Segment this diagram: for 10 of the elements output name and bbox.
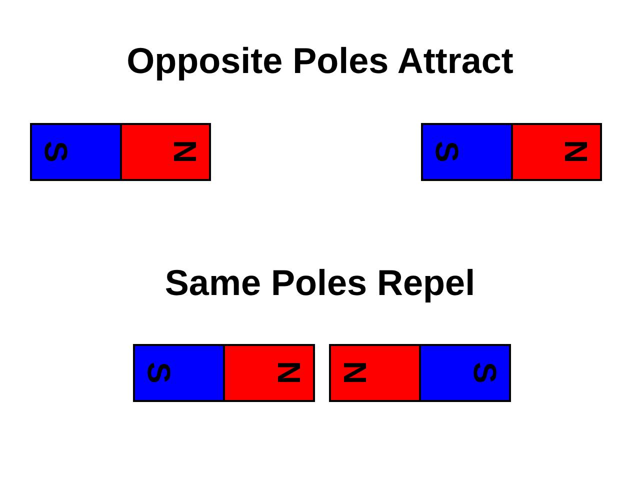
magnet-pole: S xyxy=(419,344,511,402)
magnet-pole: N xyxy=(329,344,421,402)
magnet-pole: S xyxy=(421,123,513,181)
magnet-pole: N xyxy=(120,123,211,181)
magnet-pole: S xyxy=(133,344,225,402)
heading: Same Poles Repel xyxy=(164,262,476,304)
magnet-pole: S xyxy=(30,123,122,181)
heading: Opposite Poles Attract xyxy=(126,40,514,82)
magnet-pole: N xyxy=(511,123,602,181)
magnet-pole: N xyxy=(223,344,315,402)
